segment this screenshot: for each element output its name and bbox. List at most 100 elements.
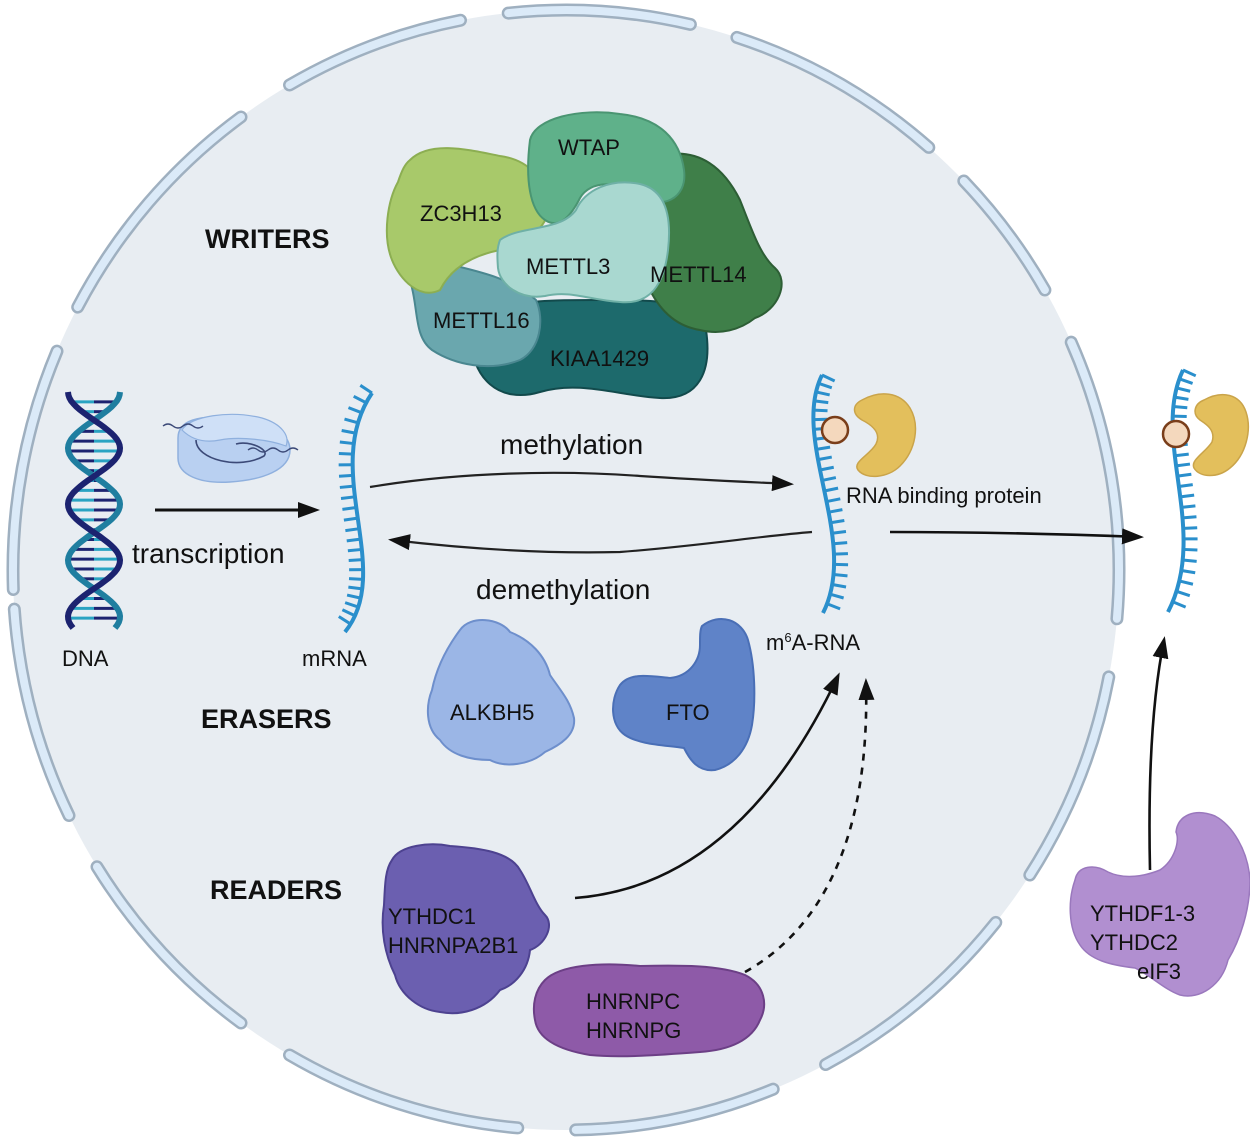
rna-base-tick: [828, 508, 843, 514]
ythdc1-label: YTHDC1: [388, 904, 476, 929]
rna-base-tick: [1174, 395, 1189, 401]
rna-base-tick: [339, 484, 354, 489]
demethylation-arrow: [388, 530, 813, 554]
fto-label: FTO: [666, 700, 710, 725]
rna-base-tick: [1177, 472, 1192, 478]
envelope-segment-inner: [732, 33, 933, 152]
mrna-strand-icon: [338, 384, 374, 634]
rna-base-tick: [344, 601, 359, 609]
rna-base-tick: [338, 473, 354, 478]
rna-base-tick: [831, 530, 847, 535]
rna-base-tick: [831, 583, 847, 589]
hnrnpc-hnrnpg-protein: [532, 963, 766, 1058]
rna-base-tick: [1183, 526, 1198, 530]
eif3-label: eIF3: [1137, 959, 1181, 984]
rna-base-tick: [1178, 483, 1193, 488]
rna-base-tick: [1182, 558, 1197, 563]
rna-base-tick: [829, 592, 845, 600]
reader-binding-arrow: [574, 672, 840, 900]
rna-base-tick: [1173, 405, 1188, 410]
rna-base-tick: [824, 486, 839, 493]
mettl16-label: METTL16: [433, 308, 530, 333]
rna-base-tick: [1181, 504, 1196, 509]
envelope-segment-inner: [73, 113, 245, 312]
rna-base-tick: [345, 527, 360, 533]
rbp-label: RNA binding protein: [846, 483, 1042, 508]
rna-base-tick: [346, 537, 361, 543]
rna-base-tick: [347, 547, 362, 553]
rna-base-tick: [344, 417, 359, 425]
envelope-segment-inner: [504, 6, 695, 29]
rna-base-tick: [816, 445, 831, 451]
dna-strand: [64, 391, 124, 630]
rna-base-tick: [346, 593, 362, 600]
rna-base-tick: [348, 558, 363, 562]
cytoplasmic-m6a-rna-strand-icon: [1166, 368, 1198, 613]
fto-protein: [612, 617, 756, 772]
writers-section-label: WRITERS: [205, 224, 330, 254]
rna-base-tick: [1182, 368, 1197, 378]
rna-base-tick: [338, 615, 352, 626]
m6a-mark-icon: [820, 415, 850, 445]
rna-base-tick: [1175, 462, 1191, 468]
rna-base-tick: [341, 429, 356, 435]
writers-complex: WTAP ZC3H13 METTL3 METTL14 METTL16 KIAA1…: [385, 111, 783, 400]
erasers-section-label: ERASERS: [201, 704, 332, 734]
rna-base-tick: [343, 516, 358, 522]
rna-base-tick: [1178, 579, 1194, 586]
hnrnpc-label: HNRNPC: [586, 989, 680, 1014]
rna-base-tick: [1180, 493, 1195, 499]
alkbh5-label: ALKBH5: [450, 700, 534, 725]
rna-base-tick: [359, 384, 373, 395]
rna-base-tick: [813, 408, 828, 413]
rna-polymerase-icon: [162, 413, 299, 484]
rna-base-tick: [1182, 515, 1197, 520]
rna-base-tick: [338, 452, 353, 456]
rna-base-tick: [342, 506, 357, 511]
m6a-rna-label: m6A-RNA: [766, 630, 860, 655]
dna-label: DNA: [62, 646, 109, 671]
rna-base-tick: [826, 497, 841, 504]
mrna-label: mRNA: [302, 646, 367, 671]
rna-base-tick: [340, 495, 356, 500]
rna-base-tick: [821, 476, 837, 482]
rna-base-tick: [815, 390, 830, 397]
rna-base-tick: [1181, 568, 1196, 575]
rna-base-tick: [833, 541, 848, 546]
envelope-segment-inner: [285, 1051, 522, 1132]
rna-base-tick: [1178, 377, 1194, 385]
hnrnpa2b1-label: HNRNPA2B1: [388, 933, 518, 958]
ythdf1-3-label: YTHDF1-3: [1090, 901, 1195, 926]
dna-helix-icon: [64, 391, 124, 630]
rna-base-tick: [817, 455, 833, 462]
envelope-segment-inner: [10, 605, 73, 820]
zc3h13-label: ZC3H13: [420, 201, 502, 226]
envelope-segment-inner: [1025, 672, 1113, 879]
ythdc1-hnrnpa2b1-protein: [381, 843, 550, 1015]
cytoplasmic-rna-binding-protein-icon: [1192, 393, 1249, 477]
hnrnpg-label: HNRNPG: [586, 1018, 681, 1043]
envelope-segment-inner: [959, 177, 1049, 294]
rna-base-tick: [1183, 547, 1198, 552]
rna-base-tick: [818, 381, 833, 390]
mettl3-protein: [496, 181, 671, 304]
cytoplasmic-m6a-mark-icon: [1161, 419, 1191, 449]
nuclear-envelope: [6, 3, 1126, 1137]
zc3h13-protein: [385, 147, 550, 294]
envelope-segment-inner: [8, 347, 61, 594]
rna-base-tick: [830, 519, 845, 525]
demethylation-label: demethylation: [476, 574, 650, 605]
envelope-segment-inner: [285, 16, 465, 89]
alkbh5-protein: [426, 619, 576, 766]
envelope-segment-inner: [93, 862, 245, 1027]
transcription-label: transcription: [132, 538, 285, 569]
rna-base-tick: [826, 602, 841, 611]
rna-base-tick: [348, 577, 364, 581]
rna-base-tick: [347, 406, 363, 415]
cytoplasmic-reader-arrow: [1148, 636, 1169, 871]
wtap-label: WTAP: [558, 135, 620, 160]
rna-base-tick: [348, 585, 363, 591]
rna-base-tick: [339, 440, 354, 446]
methylation-arrow: [369, 471, 794, 492]
